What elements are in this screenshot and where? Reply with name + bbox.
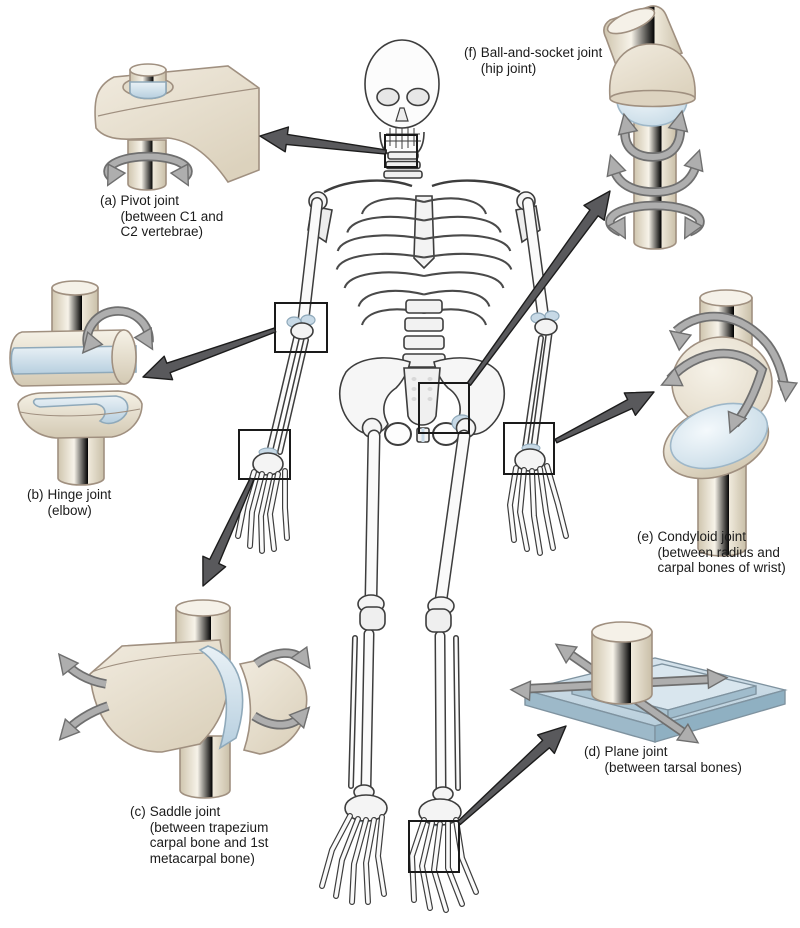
label-pivot-joint: (a) Pivot joint (between C1 and C2 verte… (100, 193, 223, 240)
label-prefix: (d) (584, 744, 601, 759)
elbow-joint-box (274, 302, 328, 353)
connector-arrow-ball-and-socket (466, 190, 611, 386)
motion-arrows (57, 109, 799, 741)
joint-detail: (hip joint) (480, 60, 537, 76)
joint-detail: C2 vertebrae) (120, 224, 204, 239)
ball-and-socket-joint-illustration (603, 5, 696, 250)
connector-arrow-condyloid (554, 391, 655, 444)
label-prefix: (a) (100, 193, 117, 208)
fingers-and-toes (235, 463, 569, 913)
joint-detail: (elbow) (47, 502, 92, 518)
label-prefix: (b) (27, 487, 44, 502)
label-plane-joint: (d) Plane joint (between tarsal bones) (584, 744, 742, 775)
connector-arrows (142, 126, 655, 826)
lumbar-vertebrae (402, 299, 446, 368)
joint-name: Condyloid joint (657, 529, 747, 544)
plane-joint-cylinder (591, 621, 653, 705)
joint-detail: (between trapezium (149, 819, 269, 835)
joint-detail: carpal bones of wrist) (657, 560, 786, 575)
label-saddle-joint: (c) Saddle joint (between trapezium carp… (130, 804, 268, 866)
hinge-joint-illustration (9, 280, 143, 486)
joint-name: Pivot joint (120, 193, 180, 208)
saddle-joint-illustration (89, 599, 308, 799)
hip-joint-box (418, 382, 470, 434)
ribcage (335, 197, 513, 326)
connector-arrow-plane (457, 725, 567, 826)
left-wrist-joint-box (238, 429, 291, 480)
skull (364, 39, 440, 159)
label-ball-and-socket-joint: (f) Ball-and-socket joint (hip joint) (464, 45, 602, 76)
right-wrist-joint-box (503, 422, 555, 475)
connector-arrow-pivot (259, 126, 387, 155)
foot-joint-box (408, 820, 460, 873)
joint-detail: (between tarsal bones) (604, 759, 742, 775)
joint-detail: carpal bone and 1st (149, 835, 269, 850)
joint-detail: (between C1 and (120, 208, 224, 224)
hands-and-feet (252, 448, 546, 826)
joint-name: Ball-and-socket joint (480, 45, 603, 60)
label-prefix: (c) (130, 804, 146, 819)
joint-detail: metacarpal bone) (149, 850, 255, 866)
connector-arrow-hinge (142, 327, 277, 381)
label-prefix: (f) (464, 45, 477, 60)
joint-name: Plane joint (604, 744, 668, 759)
joint-name: Saddle joint (149, 804, 221, 819)
label-hinge-joint: (b) Hinge joint (elbow) (27, 487, 111, 518)
joint-detail: (between radius and (657, 544, 780, 560)
joint-name: Hinge joint (47, 487, 112, 502)
connector-arrow-saddle (202, 477, 255, 587)
label-condyloid-joint: (e) Condyloid joint (between radius and … (637, 529, 786, 576)
label-prefix: (e) (637, 529, 654, 544)
